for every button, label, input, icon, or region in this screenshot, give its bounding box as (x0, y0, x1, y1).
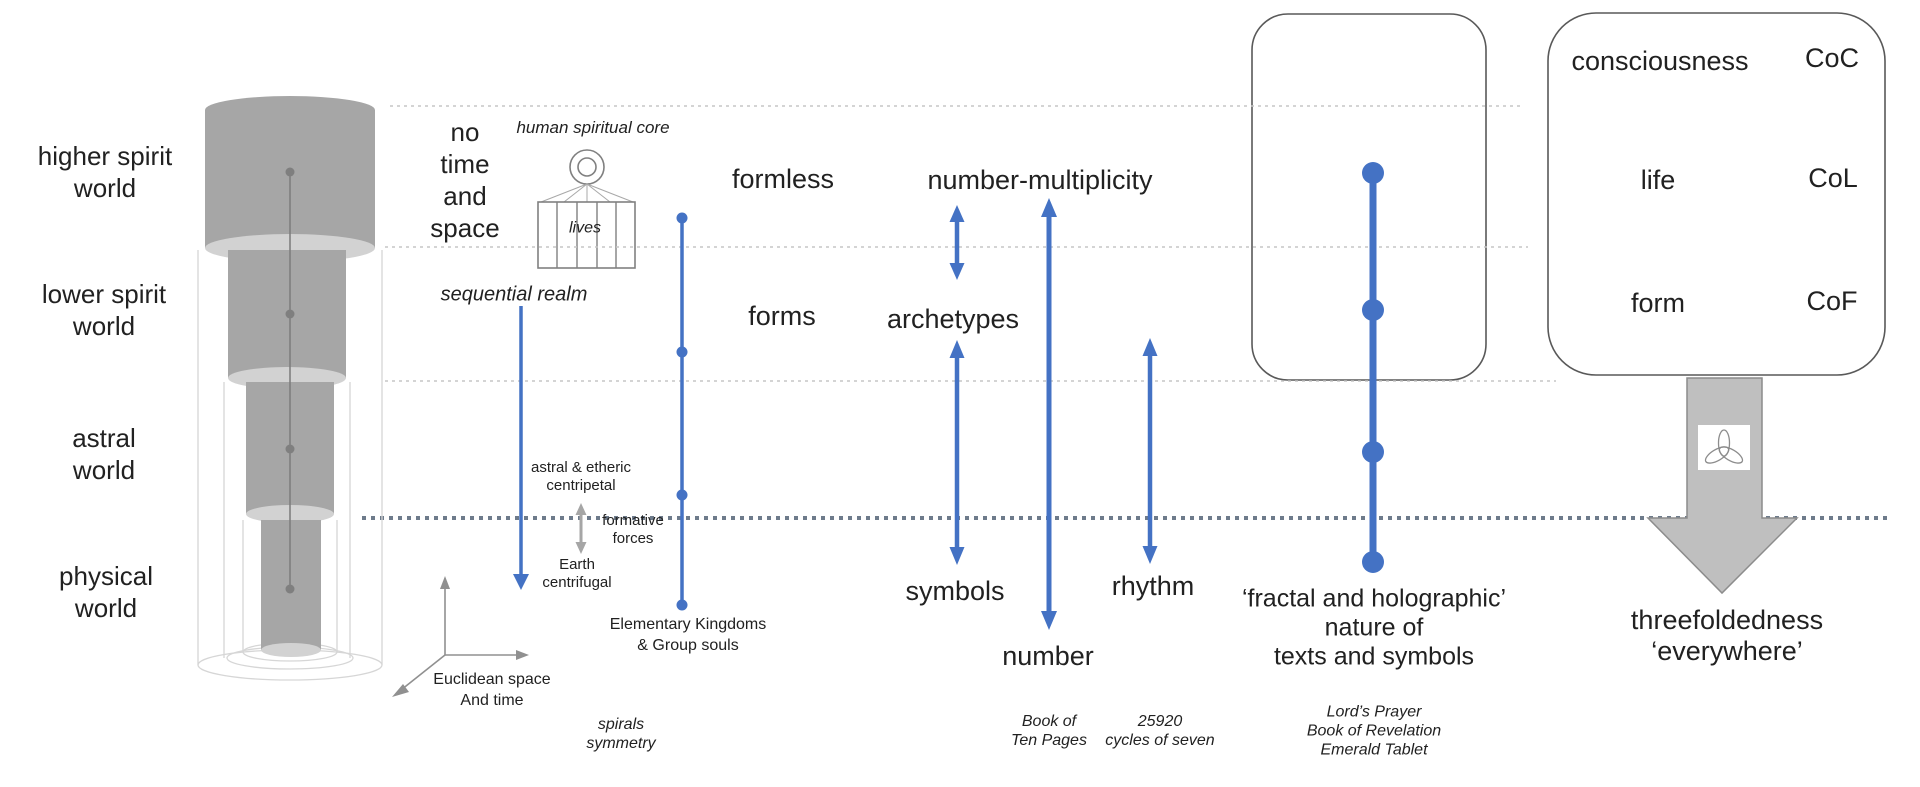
world-label-astral: astral world (72, 423, 136, 485)
texts-symbols-box (1251, 13, 1487, 381)
triquetra-icon (1704, 429, 1744, 464)
spirals-symmetry-label: spirals symmetry (586, 716, 656, 752)
archetypes-symbols-arrow (949, 340, 965, 565)
human-spiritual-core-icon (537, 149, 636, 269)
threefoldedness-arrow (1646, 377, 1799, 595)
astral-etheric-label: astral & etheric centripetal (530, 459, 632, 494)
consciousness-label: consciousness (1571, 46, 1749, 76)
number-multiplicity-label: number-multiplicity (927, 165, 1153, 195)
book-of-ten-pages-label: Book of Ten Pages (1011, 713, 1087, 749)
elementary-kingdoms-label: Elementary Kingdoms & Group souls (609, 616, 767, 654)
rhythm-arrow (1142, 338, 1158, 564)
number-multiplicity-arrow-short (949, 205, 965, 280)
col-label: CoL (1808, 163, 1858, 193)
incarnation-line (676, 212, 688, 611)
coc-label: CoC (1804, 43, 1860, 73)
world-label-higher-spirit: higher spirit world (37, 141, 173, 203)
life-label: life (1640, 165, 1676, 195)
formless-label: formless (731, 164, 835, 194)
cycles-of-seven-label: 25920 cycles of seven (1105, 713, 1215, 749)
number-label: number (1002, 641, 1094, 671)
euclidean-space-label: Euclidean space And time (433, 671, 551, 709)
descent-arrow (513, 306, 529, 590)
number-multiplicity-number-arrow (1041, 198, 1057, 630)
threefoldedness-box (1547, 12, 1886, 376)
world-separator-lines (385, 105, 1556, 382)
cylinder-axis-line (285, 167, 295, 594)
fractal-holographic-label: ‘fractal and holographic’ nature of text… (1241, 584, 1507, 671)
form-label: form (1631, 288, 1685, 318)
rhythm-label: rhythm (1111, 571, 1195, 601)
formative-forces-arrow (575, 503, 587, 554)
no-time-space-label: no time and space (430, 117, 500, 243)
threefoldedness-label: threefoldedness ‘everywhere’ (1630, 605, 1824, 666)
earth-centrifugal-label: Earth centrifugal (542, 556, 612, 591)
world-label-lower-spirit: lower spirit world (41, 279, 167, 341)
symbols-label: symbols (905, 576, 1005, 606)
cof-label: CoF (1806, 286, 1858, 316)
fractal-holographic-line (1362, 162, 1384, 573)
human-spiritual-core-label: human spiritual core (516, 118, 670, 137)
sacred-texts-label: Lord’s Prayer Book of Revelation Emerald… (1306, 703, 1442, 759)
archetypes-label: archetypes (886, 304, 1020, 334)
lives-label: lives (568, 219, 602, 237)
sequential-realm-label: sequential realm (440, 283, 588, 306)
euclidean-axes-icon (392, 576, 529, 697)
formative-forces-label: formative forces (602, 512, 664, 547)
forms-label: forms (748, 301, 816, 331)
worlds-cylinder-stack (197, 96, 383, 681)
world-label-physical: physical world (59, 561, 153, 623)
